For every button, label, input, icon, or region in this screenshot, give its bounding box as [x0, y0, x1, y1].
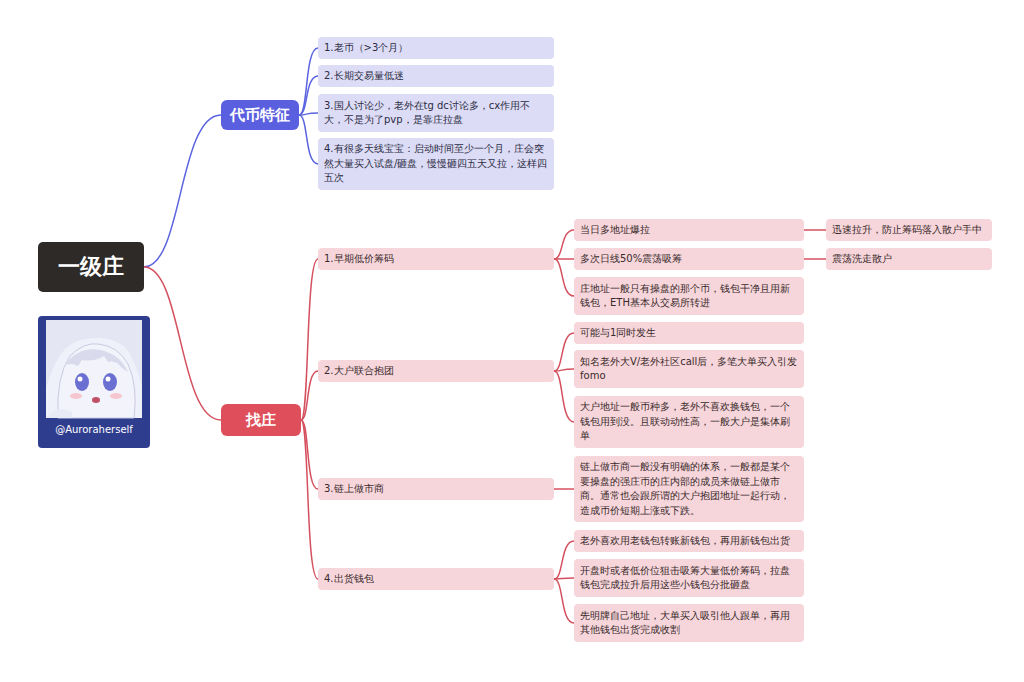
branch-connector	[554, 259, 574, 296]
connector-line	[554, 578, 574, 579]
branch-connector	[554, 369, 574, 371]
leaf-topic: 4.出货钱包	[318, 568, 554, 590]
connector-line	[299, 76, 318, 115]
leaf-topic: 4.有很多天线宝宝：启动时间至少一个月，庄会突然大量买入试盘/砸盘，慢慢砸四五天…	[318, 138, 554, 190]
leaf-topic: 多次日线50%震荡吸筹	[574, 248, 804, 270]
connector-line	[554, 369, 574, 371]
topic-text: 一级庄	[58, 252, 124, 282]
leaf-topic: 大户地址一般币种多，老外不喜欢换钱包，一个钱包用到没。且联动动性高，一般大户是集…	[574, 396, 804, 448]
topic-text: 4.有很多天线宝宝：启动时间至少一个月，庄会突然大量买入试盘/砸盘，慢慢砸四五天…	[324, 142, 548, 186]
connector-line	[554, 579, 574, 623]
topic-text: 2.长期交易量低迷	[324, 69, 404, 84]
branch-connector	[301, 420, 318, 579]
topic-text: 2.大户联合抱团	[324, 364, 394, 379]
topic-text: 链上做市商一般没有明确的体系，一般都是某个要操盘的强庄币的庄内部的成员来做链上做…	[580, 460, 798, 518]
connector-line	[804, 229, 826, 231]
branch-connector	[301, 371, 318, 420]
connector-line	[554, 488, 574, 490]
branch-connector	[299, 115, 318, 164]
topic-text: 4.出货钱包	[324, 572, 374, 587]
topic-text: 多次日线50%震荡吸筹	[580, 252, 682, 267]
branch-connector	[299, 113, 318, 115]
branch-connector	[554, 371, 574, 422]
leaf-topic: 2.大户联合抱团	[318, 360, 554, 382]
branch-connector	[554, 541, 574, 579]
connector-line	[299, 113, 318, 115]
leaf-topic: 开盘时或者低价位狙击吸筹大量低价筹码，拉盘钱包完成拉升后用这些小钱包分批砸盘	[574, 559, 804, 597]
leaf-topic: 3.链上做市商	[318, 478, 554, 500]
leaf-topic: 2.长期交易量低迷	[318, 65, 554, 87]
branch-connector	[804, 259, 826, 260]
connector-line	[554, 259, 574, 296]
branch-connector	[299, 76, 318, 115]
leaf-topic: 当日多地址爆拉	[574, 219, 804, 241]
branch-connector	[554, 230, 574, 259]
leaf-topic: 震荡洗走散户	[826, 248, 992, 270]
branch-topic: 代币特征	[221, 100, 299, 130]
branch-connector	[554, 578, 574, 579]
branch-connector	[144, 115, 221, 267]
topic-text: 找庄	[246, 411, 276, 430]
root-topic: 一级庄	[38, 242, 144, 292]
topic-text: 先明牌自己地址，大单买入吸引他人跟单，再用其他钱包出货完成收割	[580, 609, 798, 638]
topic-text: 震荡洗走散户	[832, 252, 892, 267]
leaf-topic: 3.国人讨论少，老外在tg dc讨论多，cx作用不大，不是为了pvp，是靠庄拉盘	[318, 94, 554, 132]
branch-connector	[554, 333, 574, 371]
leaf-topic: 1.老币（>3个月）	[318, 37, 554, 59]
leaf-topic: 庄地址一般只有操盘的那个币，钱包干净且用新钱包，ETH基本从交易所转进	[574, 277, 804, 315]
topic-text: 1.早期低价筹码	[324, 252, 394, 267]
topic-text: 开盘时或者低价位狙击吸筹大量低价筹码，拉盘钱包完成拉升后用这些小钱包分批砸盘	[580, 564, 798, 593]
author-handle: @Auroraherself	[38, 424, 150, 435]
leaf-topic: 先明牌自己地址，大单买入吸引他人跟单，再用其他钱包出货完成收割	[574, 604, 804, 642]
connector-line	[554, 371, 574, 422]
branch-topic: 找庄	[221, 404, 301, 436]
connector-line	[144, 267, 221, 420]
leaf-topic: 迅速拉升，防止筹码落入散户手中	[826, 219, 992, 241]
connector-line	[301, 259, 318, 420]
leaf-topic: 1.早期低价筹码	[318, 248, 554, 270]
connector-line	[554, 333, 574, 371]
topic-text: 可能与1同时发生	[580, 326, 656, 341]
branch-connector	[301, 259, 318, 420]
topic-text: 老外喜欢用老钱包转账新钱包，再用新钱包出货	[580, 534, 790, 549]
branch-connector	[554, 489, 574, 490]
connector-line	[299, 115, 318, 164]
leaf-topic: 知名老外大V/老外社区call后，多笔大单买入引发fomo	[574, 350, 804, 388]
branch-connector	[299, 48, 318, 115]
connector-line	[299, 48, 318, 115]
connector-line	[301, 371, 318, 420]
connector-line	[554, 230, 574, 259]
topic-text: 1.老币（>3个月）	[324, 41, 408, 56]
leaf-topic: 老外喜欢用老钱包转账新钱包，再用新钱包出货	[574, 530, 804, 552]
leaf-topic: 链上做市商一般没有明确的体系，一般都是某个要操盘的强庄币的庄内部的成员来做链上做…	[574, 456, 804, 522]
topic-text: 当日多地址爆拉	[580, 223, 650, 238]
branch-connector	[554, 259, 574, 260]
connector-line	[804, 258, 826, 260]
branch-connector	[804, 230, 826, 231]
topic-text: 3.链上做市商	[324, 482, 384, 497]
leaf-topic: 可能与1同时发生	[574, 322, 804, 344]
topic-text: 庄地址一般只有操盘的那个币，钱包干净且用新钱包，ETH基本从交易所转进	[580, 282, 798, 311]
branch-connector	[554, 579, 574, 623]
connector-line	[554, 541, 574, 579]
branch-connector	[144, 267, 221, 420]
topic-text: 大户地址一般币种多，老外不喜欢换钱包，一个钱包用到没。且联动动性高，一般大户是集…	[580, 400, 798, 444]
topic-text: 代币特征	[230, 106, 290, 125]
topic-text: 3.国人讨论少，老外在tg dc讨论多，cx作用不大，不是为了pvp，是靠庄拉盘	[324, 99, 548, 128]
connector-line	[144, 115, 221, 267]
connector-line	[301, 420, 318, 579]
topic-text: 迅速拉升，防止筹码落入散户手中	[832, 223, 982, 238]
topic-text: 知名老外大V/老外社区call后，多笔大单买入引发fomo	[580, 355, 798, 384]
